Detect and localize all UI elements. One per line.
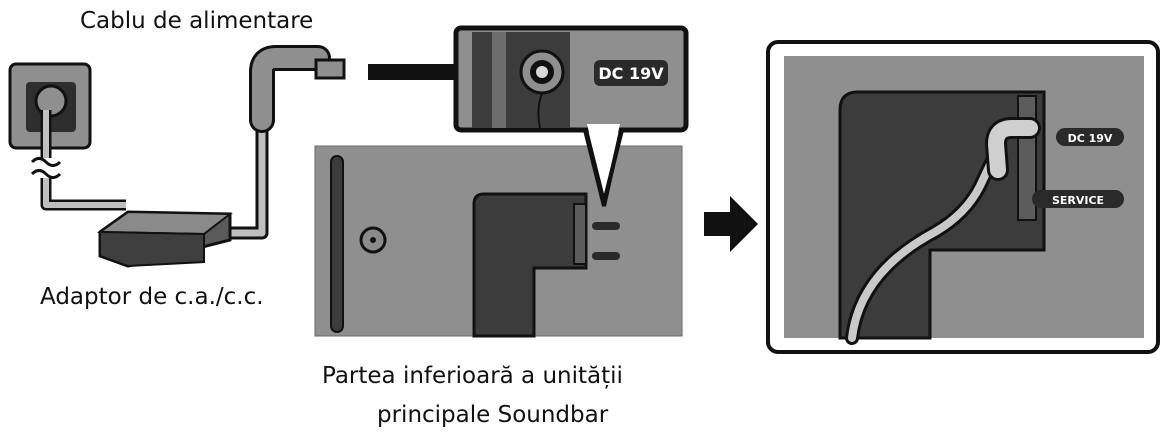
adapter-cable-left — [30, 110, 126, 211]
adapter-label: Adaptor de c.a./c.c. — [40, 284, 264, 310]
arrow-to-detail — [704, 196, 758, 252]
soundbar-bottom-label-line1: Partea inferioară a unității — [322, 363, 623, 389]
power-cable-label: Cablu de alimentare — [80, 8, 314, 34]
soundbar-bottom-label-line2: principale Soundbar — [377, 402, 609, 428]
detail-service-port-label: SERVICE — [1052, 194, 1104, 207]
detail-dc-port-label: DC 19V — [1068, 132, 1113, 145]
wall-outlet — [8, 62, 92, 150]
ac-dc-adapter — [96, 210, 233, 268]
connected-detail-panel: DC 19V SERVICE — [766, 40, 1160, 354]
dc-plug — [249, 45, 346, 133]
soundbar-bottom-panel — [314, 145, 683, 338]
port-zoom-callout: DC 19V — [453, 25, 689, 207]
zoom-dc-port-label: DC 19V — [598, 64, 664, 83]
